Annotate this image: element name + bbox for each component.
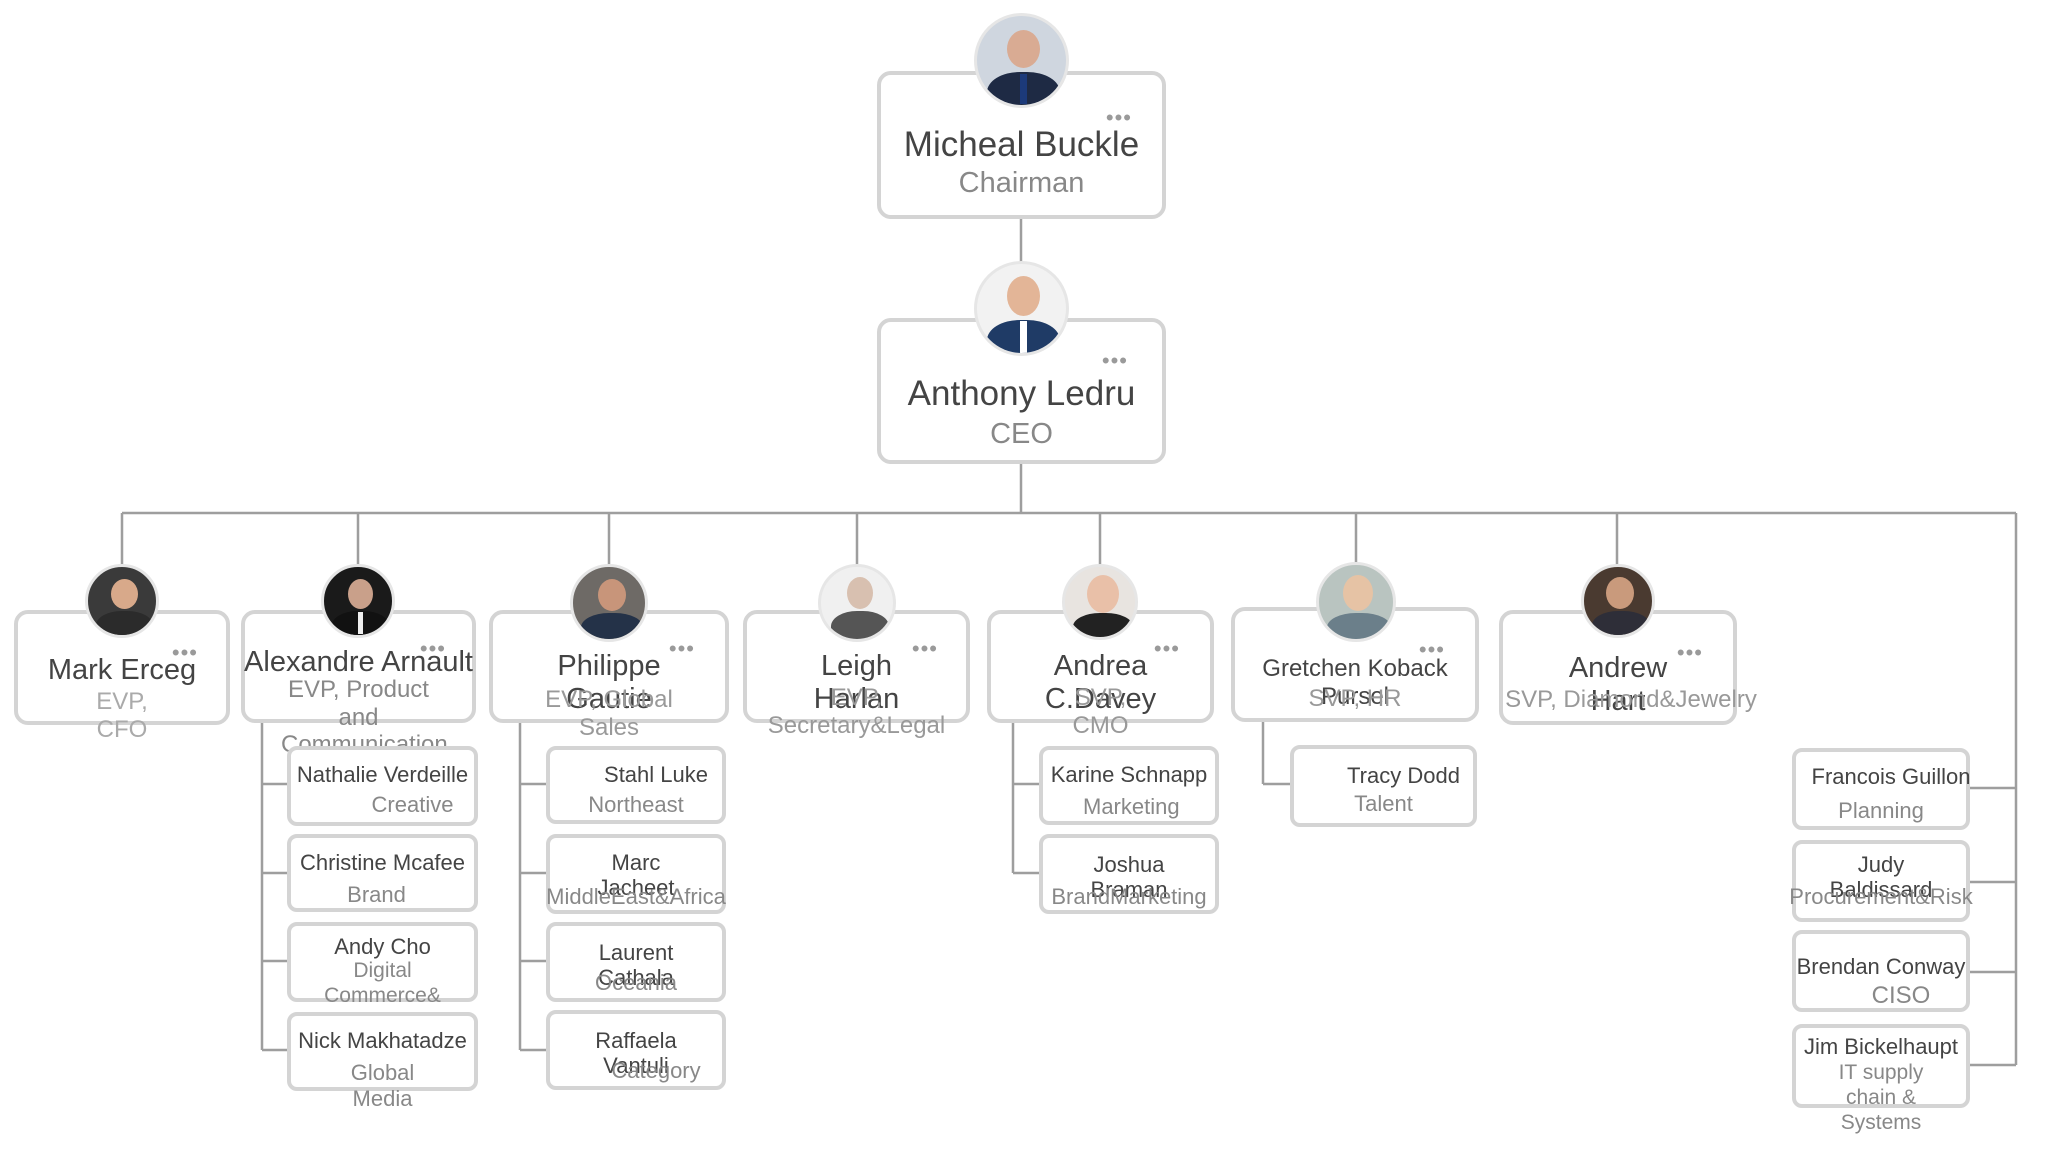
member-name: Judy Baldissard — [1829, 852, 1933, 903]
more-dots-icon[interactable]: ••• — [668, 636, 695, 661]
report-title: EVP, Secretary&Legal — [767, 684, 946, 739]
mark-erceg-avatar — [85, 564, 159, 638]
report-title: SVP, HR — [1308, 685, 1402, 712]
team-member-card[interactable]: Raffaela Vantuli Category — [546, 1010, 726, 1090]
team-member-card[interactable]: Jim Bickelhaupt IT supply chain & System… — [1792, 1024, 1970, 1134]
member-title: Talent — [1354, 791, 1413, 816]
team-member-card[interactable]: Marc Jacheet MiddleEast&Africa — [546, 834, 726, 914]
member-title: Brand — [347, 882, 406, 907]
andrew-hart-avatar — [1581, 564, 1655, 638]
ceo-avatar — [974, 261, 1069, 356]
team-member-card[interactable]: Stahl Luke Northeast — [546, 746, 726, 824]
report-name: Leigh Harlan — [813, 650, 900, 716]
report-name: Andrew Hart — [1568, 652, 1668, 718]
member-title: Northeast — [588, 792, 684, 817]
chairman-title: Chairman — [958, 167, 1085, 199]
member-name: Christine Mcafee — [299, 850, 466, 875]
report-name: Alexandre Arnault — [244, 646, 473, 678]
member-name: Nick Makhatadze — [298, 1028, 467, 1053]
team-member-card[interactable]: Christine Mcafee Brand — [287, 834, 478, 912]
report-card-andrea-davey[interactable]: ••• Andrea C.Davey SVP, CMO — [987, 610, 1214, 739]
member-title: Global Media — [350, 1060, 415, 1112]
member-name: Marc Jacheet — [597, 850, 675, 901]
member-title: BrandMarketing — [1051, 884, 1207, 909]
team-member-card[interactable]: Andy Cho Digital Commerce& — [287, 922, 478, 1007]
andrea-davey-avatar — [1062, 564, 1138, 640]
chairman-avatar — [974, 13, 1069, 108]
leigh-harlan-avatar — [818, 564, 896, 642]
more-dots-icon[interactable]: ••• — [1101, 348, 1128, 373]
member-name: Karine Schnapp — [1050, 762, 1208, 787]
team-member-card[interactable]: Brendan Conway CISO — [1792, 930, 1970, 1012]
member-title: MiddleEast&Africa — [546, 884, 726, 909]
member-name: Jim Bickelhaupt — [1803, 1034, 1959, 1059]
chairman-card[interactable]: ••• Micheal Buckle Chairman — [877, 71, 1166, 219]
member-name: Joshua Braman — [1090, 852, 1168, 903]
report-title: EVP, Global Sales — [545, 686, 673, 741]
member-title: Creative — [371, 792, 454, 817]
ceo-name: Anthony Ledru — [907, 374, 1136, 413]
member-title: Digital Commerce& — [324, 959, 441, 1008]
more-dots-icon[interactable]: ••• — [911, 636, 938, 661]
team-member-card[interactable]: Tracy Dodd Talent — [1290, 745, 1477, 827]
report-title: SVP, CMO — [1072, 684, 1129, 739]
more-dots-icon[interactable]: ••• — [1105, 105, 1132, 130]
report-name: Andrea C.Davey — [1044, 650, 1157, 716]
member-name: Brendan Conway — [1796, 954, 1966, 979]
member-name: Stahl Luke — [604, 762, 708, 787]
team-member-card[interactable]: Joshua Braman BrandMarketing — [1039, 834, 1219, 914]
member-title: Planning — [1838, 798, 1924, 823]
team-member-card[interactable]: Judy Baldissard Procurement&Risk — [1789, 840, 1973, 922]
team-member-card[interactable]: Laurent Cathala Oceania — [546, 922, 726, 1002]
member-name: Raffaela Vantuli — [595, 1028, 677, 1079]
team-member-card[interactable]: Karine Schnapp Marketing — [1039, 746, 1219, 825]
member-title: IT supply chain & Systems — [1838, 1061, 1924, 1135]
member-title: Marketing — [1083, 794, 1180, 819]
member-title: CISO — [1871, 982, 1931, 1009]
philippe-gautie-avatar — [570, 564, 648, 642]
member-name: Tracy Dodd — [1347, 763, 1460, 788]
report-name: Philippe Gautie — [557, 650, 661, 716]
alexandre-arnault-avatar — [321, 564, 395, 638]
member-name: Andy Cho — [334, 934, 431, 959]
report-name: Mark Erceg — [47, 654, 197, 686]
report-card-mark-erceg[interactable]: ••• Mark Erceg EVP, CFO — [14, 610, 230, 743]
more-dots-icon[interactable]: ••• — [1418, 637, 1445, 662]
more-dots-icon[interactable]: ••• — [1153, 636, 1180, 661]
member-title: Oceania — [595, 970, 677, 995]
team-member-card[interactable]: Nathalie Verdeille Creative — [287, 746, 478, 826]
team-member-card[interactable]: Francois Guillon Planning — [1792, 748, 1970, 830]
more-dots-icon[interactable]: ••• — [1676, 640, 1703, 665]
report-card-andrew-hart[interactable]: ••• Andrew Hart SVP, Diamond&Jewelry — [1499, 610, 1757, 725]
report-title: EVP, CFO — [96, 688, 148, 743]
chairman-name: Micheal Buckle — [903, 125, 1140, 164]
member-title: Category — [611, 1058, 701, 1083]
member-title: Procurement&Risk — [1789, 884, 1973, 909]
member-name: Francois Guillon — [1811, 764, 1971, 789]
gretchen-pursel-avatar — [1316, 562, 1396, 642]
report-name: Gretchen Koback Pursel — [1262, 655, 1448, 710]
member-name: Nathalie Verdeille — [296, 762, 469, 787]
member-name: Laurent Cathala — [598, 940, 674, 991]
team-member-card[interactable]: Nick Makhatadze Global Media — [287, 1012, 478, 1111]
report-title: SVP, Diamond&Jewelry — [1505, 686, 1757, 713]
ceo-title: CEO — [990, 418, 1053, 450]
